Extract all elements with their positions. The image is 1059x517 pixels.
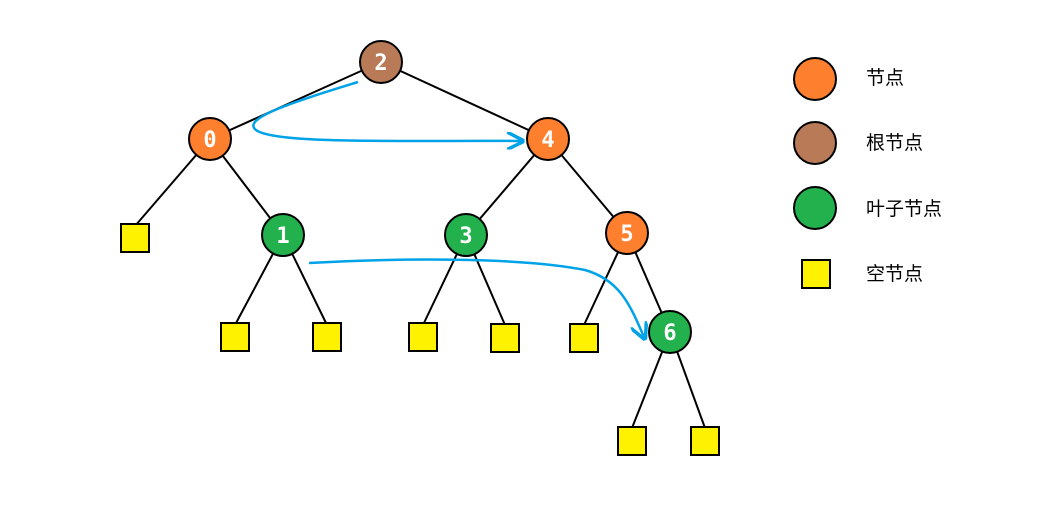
legend-root-label: 根节点 — [866, 132, 923, 154]
node-5: 5 — [605, 211, 649, 255]
node-1-label: 1 — [276, 224, 289, 249]
legend-leaf-label: 叶子节点 — [866, 198, 942, 220]
node-3-label: 3 — [459, 224, 472, 249]
arrow-1-to-6 — [308, 258, 644, 337]
traversal-arrows — [252, 80, 644, 337]
node-6-label: 6 — [663, 321, 676, 346]
node-2-label: 2 — [374, 51, 387, 76]
node-6: 6 — [648, 310, 692, 354]
legend-node-label: 节点 — [866, 67, 904, 89]
empty-node-square — [120, 223, 150, 253]
legend-root-icon — [793, 121, 837, 165]
node-4-label: 4 — [541, 128, 554, 153]
empty-node-square — [617, 426, 647, 456]
empty-node-square — [408, 322, 438, 352]
legend-empty-label: 空节点 — [866, 263, 923, 285]
edge-2-0 — [209, 61, 382, 140]
node-3: 3 — [444, 213, 488, 257]
arrow-2-to-4 — [252, 80, 521, 141]
empty-node-square — [220, 322, 250, 352]
node-2: 2 — [359, 40, 403, 84]
legend-empty-icon — [801, 259, 831, 289]
node-5-label: 5 — [620, 222, 633, 247]
empty-nodes — [120, 223, 720, 456]
node-1: 1 — [261, 213, 305, 257]
legend: 节点 根节点 叶子节点 空节点 — [793, 57, 942, 289]
empty-node-square — [569, 323, 599, 353]
node-5-circle — [605, 211, 649, 255]
tree-nodes: 2 0 4 1 3 5 6 — [188, 40, 692, 354]
node-3-circle — [444, 213, 488, 257]
node-0-label: 0 — [203, 128, 216, 153]
node-4: 4 — [526, 117, 570, 161]
node-2-circle — [359, 40, 403, 84]
empty-node-square — [490, 323, 520, 353]
legend-node-icon — [793, 57, 837, 101]
node-6-circle — [648, 310, 692, 354]
node-0-circle — [188, 117, 232, 161]
empty-node-square — [312, 322, 342, 352]
legend-leaf-icon — [793, 186, 837, 230]
edge-2-4 — [380, 61, 549, 140]
node-4-circle — [526, 117, 570, 161]
node-0: 0 — [188, 117, 232, 161]
node-1-circle — [261, 213, 305, 257]
empty-node-square — [690, 426, 720, 456]
